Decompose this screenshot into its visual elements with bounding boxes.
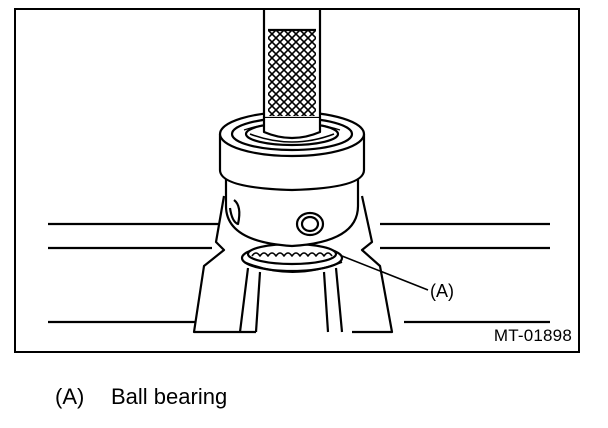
caption-marker: (A) [55, 384, 85, 409]
press-plate-right [380, 222, 550, 324]
press-plate-left [48, 222, 224, 324]
caption: (A) Ball bearing [55, 384, 227, 410]
caption-text: Ball bearing [111, 384, 228, 409]
figure-frame: (A) MT-01898 [14, 8, 580, 353]
support-block-left [192, 195, 256, 334]
installer-shaft [262, 10, 322, 140]
figure-code: MT-01898 [493, 326, 572, 345]
callout-leader-line [341, 255, 429, 291]
ball-bearing [240, 242, 344, 273]
bearing-removal-illustration: (A) [48, 10, 550, 334]
support-block-right [352, 195, 394, 334]
callout-label-a: (A) [430, 281, 454, 301]
guide-rods [238, 267, 344, 333]
